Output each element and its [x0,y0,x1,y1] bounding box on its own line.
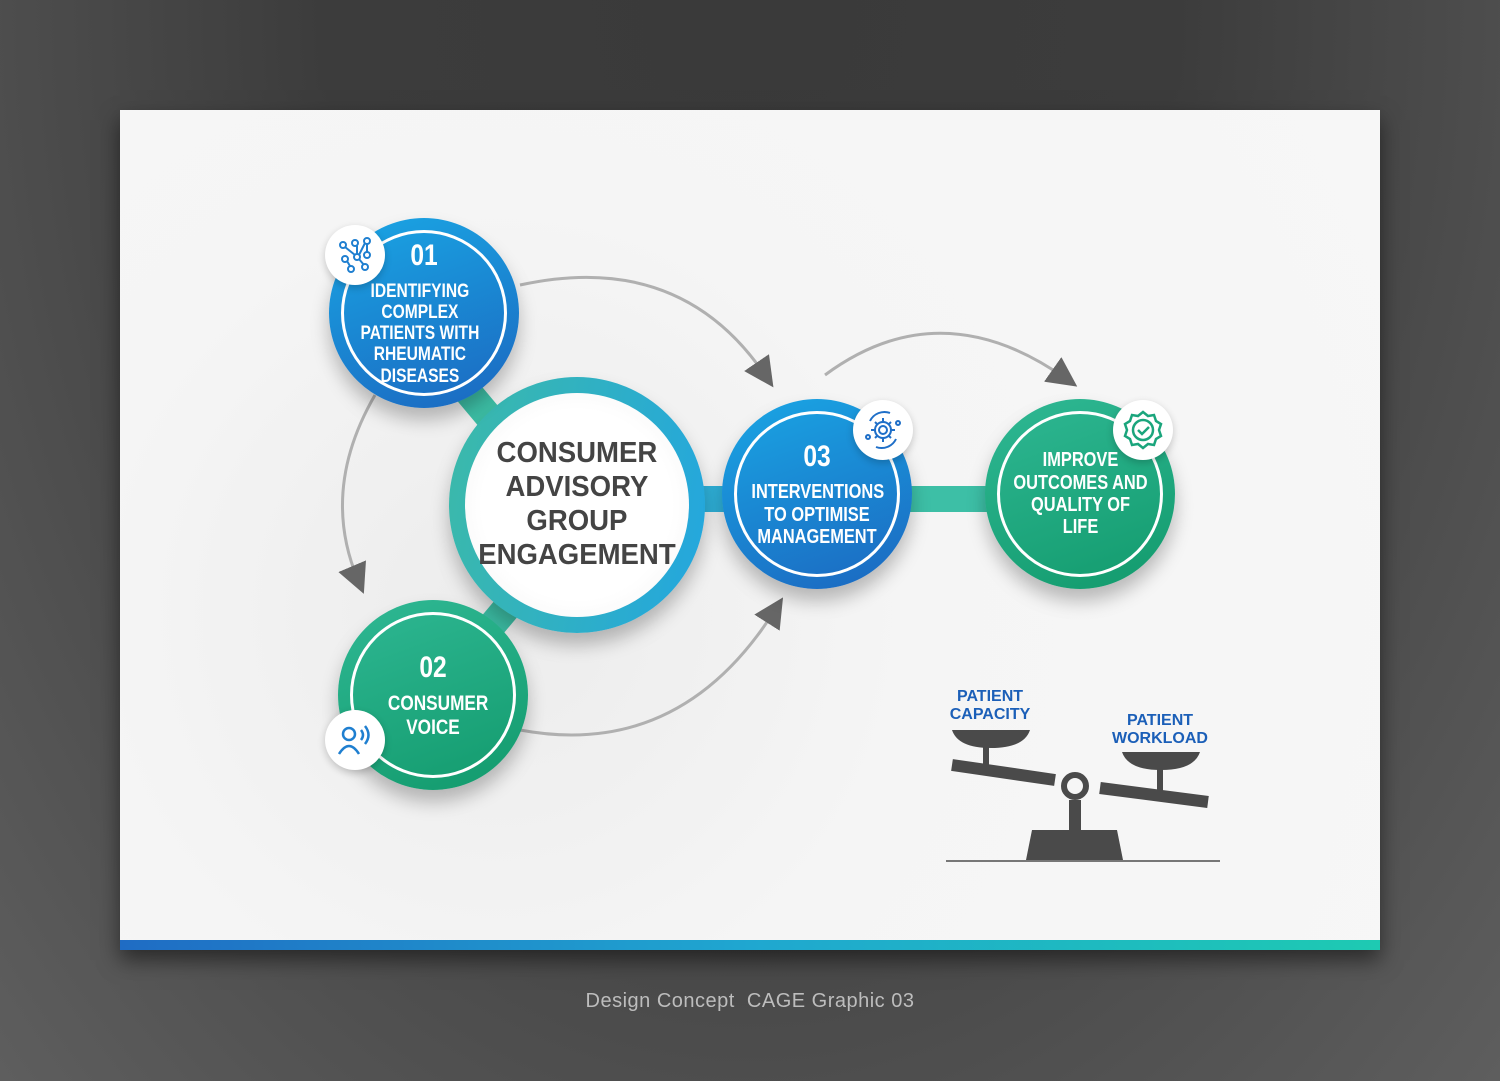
network-nodes-icon [325,225,385,285]
check-badge-icon [1113,400,1173,460]
gear-cycle-icon [853,400,913,460]
step-label: IDENTIFYING COMPLEX PATIENTS WITH RHEUMA… [360,280,480,387]
step-label: IMPROVE OUTCOMES AND QUALITY OF LIFE [1012,449,1148,539]
center-title-line: ADVISORY [505,471,649,504]
center-node: CONSUMER ADVISORY GROUP ENGAGEMENT [449,377,705,633]
person-speaking-icon [325,710,385,770]
step-label: INTERVENTIONS TO OPTIMISE MANAGEMENT [751,481,885,548]
arrow-03-to-outcome [824,331,1078,387]
arrow-01-to-03 [519,275,774,388]
flow-arrows [338,275,1220,862]
step-number: 03 [803,439,831,473]
caption: Design Concept CAGE Graphic 03 [585,990,915,1012]
step-number: 01 [410,239,438,273]
patient-workload-label: PATIENT WORKLOAD [1112,712,1208,748]
center-title-line: CONSUMER [496,437,658,470]
arrow-01-to-02 [338,394,377,594]
center-title-line: ENGAGEMENT [478,538,676,571]
step-number: 02 [419,650,447,684]
arrow-02-to-03 [519,597,784,737]
bottom-gradient-bar [120,940,1380,950]
step-label: CONSUMER VOICE [387,692,489,739]
balance-scale-icon [946,730,1220,862]
patient-capacity-label: PATIENT CAPACITY [949,688,1031,724]
center-title-line: GROUP [526,505,628,537]
connector-03-outcome [905,486,995,512]
